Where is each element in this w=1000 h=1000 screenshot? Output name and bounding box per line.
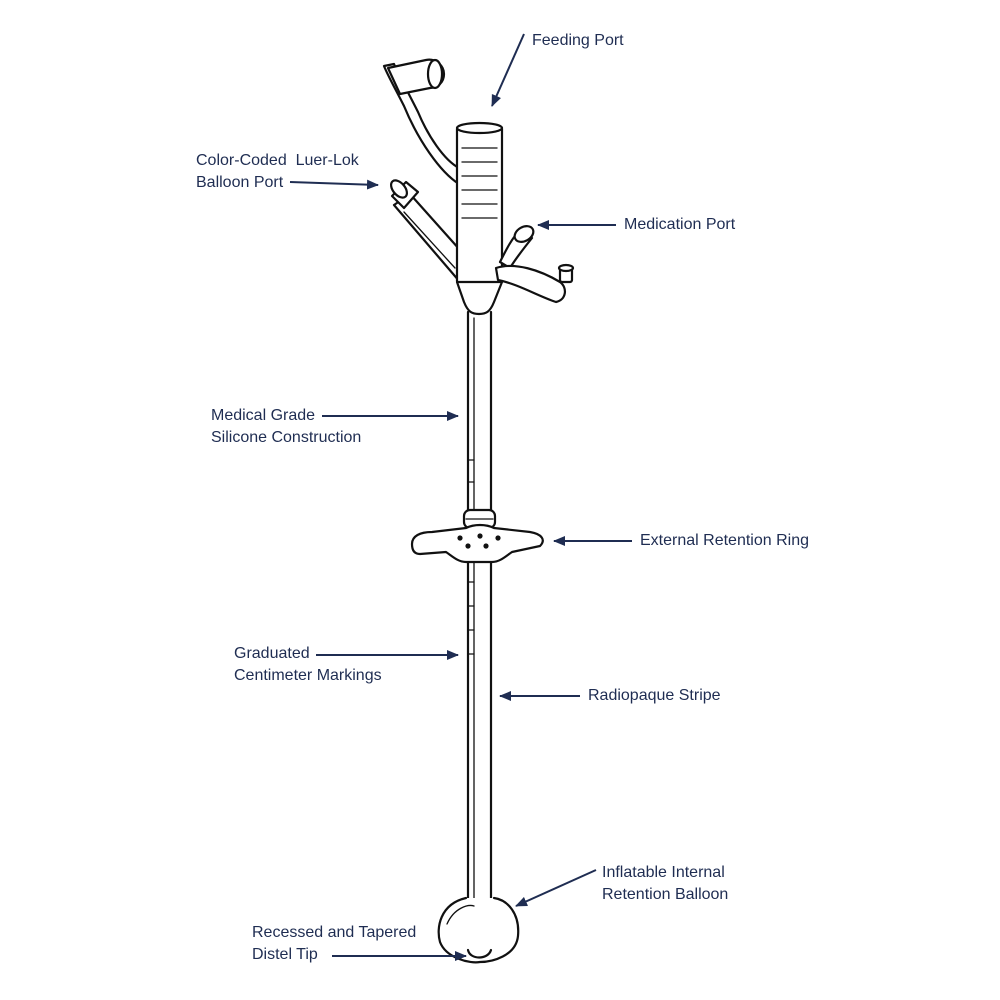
silicone-label: Medical Grade Silicone Construction: [211, 405, 361, 449]
distal-tip: [466, 948, 493, 959]
markings-label-line-2: Centimeter Markings: [234, 667, 382, 684]
internal-retention-balloon: [437, 896, 520, 964]
feeding-port-cap: [382, 58, 461, 186]
distal-tip-label-line-1: Recessed and Tapered: [252, 924, 417, 941]
tube-shaft: [466, 310, 493, 954]
feeding-port-label: Feeding Port: [532, 30, 624, 52]
internal-balloon-label-line-2: Retention Balloon: [602, 886, 729, 903]
balloon-port-label-line-1: Color-Coded Luer-Lok: [196, 152, 359, 169]
balloon-port-label-line-2: Balloon Port: [196, 174, 284, 191]
balloon-port-arrow: [289, 179, 379, 190]
external-retention-ring: [410, 508, 544, 564]
distal-tip-label-line-2: Distel Tip: [252, 946, 318, 963]
distal-tip-label: Recessed and Tapered Distel Tip: [252, 922, 416, 966]
stripe-label: Radiopaque Stripe: [588, 685, 721, 707]
markings-label: Graduated Centimeter Markings: [234, 643, 382, 687]
retention-ring-label: External Retention Ring: [640, 530, 809, 552]
markings-label-line-1: Graduated: [234, 645, 310, 662]
silicone-label-line-1: Medical Grade: [211, 407, 316, 424]
medication-port: [494, 225, 575, 304]
centimeter-markings: [467, 459, 475, 655]
connector-funnel: [455, 280, 504, 316]
internal-balloon-label-line-1: Inflatable Internal: [602, 864, 725, 881]
feeding-port-label-line: Feeding Port: [532, 32, 624, 49]
callout-arrows: [289, 33, 632, 961]
medication-port-label-line: Medication Port: [624, 216, 736, 233]
stripe-label-line: Radiopaque Stripe: [588, 687, 721, 704]
feeding-port-arrow: [491, 33, 525, 107]
balloon-port-label: Color-Coded Luer-Lok Balloon Port: [196, 150, 359, 194]
balloon-port-arm: [389, 179, 462, 284]
internal-balloon-label: Inflatable Internal Retention Balloon: [602, 862, 728, 906]
silicone-label-line-2: Silicone Construction: [211, 429, 362, 446]
y-connector-body: [455, 121, 504, 286]
internal-balloon-arrow: [515, 869, 597, 907]
medication-port-label: Medication Port: [624, 214, 735, 236]
retention-ring-label-line: External Retention Ring: [640, 532, 809, 549]
